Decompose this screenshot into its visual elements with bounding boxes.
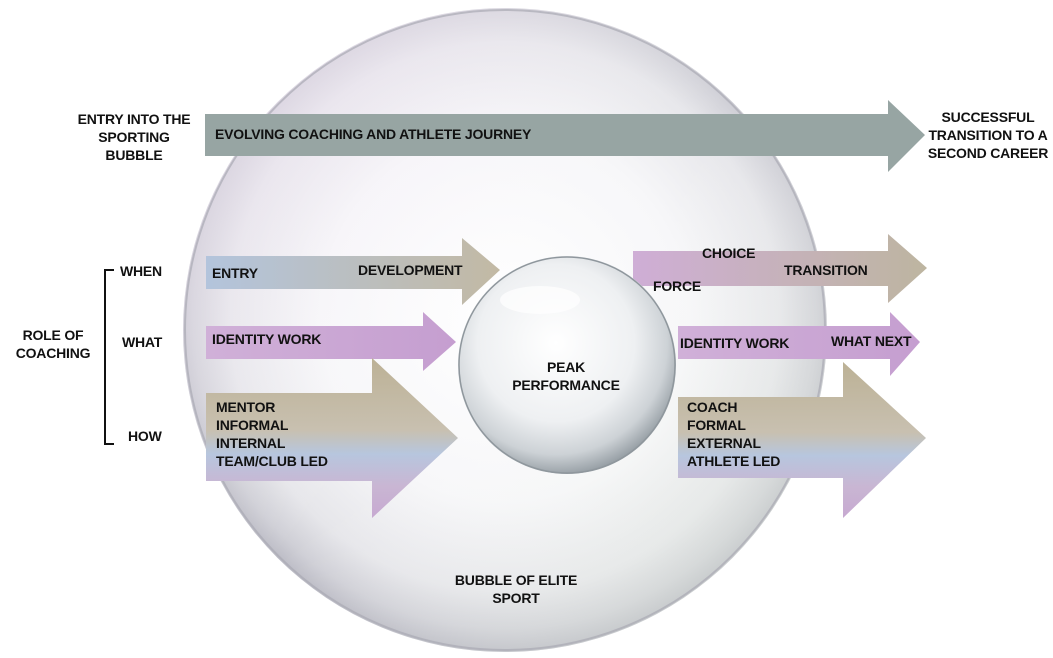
when-label: WHEN: [120, 263, 162, 279]
journey-arrow: [205, 100, 925, 172]
when-right-arrow: [633, 234, 927, 303]
identity-work-left-label: IDENTITY WORK: [212, 331, 322, 347]
what-next-label: WHAT NEXT: [831, 333, 912, 349]
entry-stage-label: ENTRY: [212, 265, 258, 281]
peak-performance-bubble: [458, 256, 676, 474]
development-label: DEVELOPMENT: [358, 262, 463, 278]
identity-work-right-label: IDENTITY WORK: [680, 335, 790, 351]
force-label: FORCE: [653, 278, 702, 294]
choice-label: CHOICE: [702, 245, 756, 261]
peak-performance-bubble-rim: [458, 256, 676, 474]
peak-performance-bubble-highlight: [500, 286, 580, 314]
how-right-arrow: [678, 362, 926, 518]
transition-label: TRANSITION: [784, 262, 868, 278]
how-label: HOW: [128, 428, 162, 444]
how-left-arrow: [206, 358, 458, 518]
role-bracket: [104, 269, 114, 445]
journey-label: EVOLVING COACHING AND ATHLETE JOURNEY: [215, 126, 532, 142]
what-left-arrow: [206, 312, 456, 371]
when-left-arrow: [206, 238, 500, 305]
what-right-arrow: [678, 312, 920, 376]
what-label: WHAT: [122, 334, 163, 350]
